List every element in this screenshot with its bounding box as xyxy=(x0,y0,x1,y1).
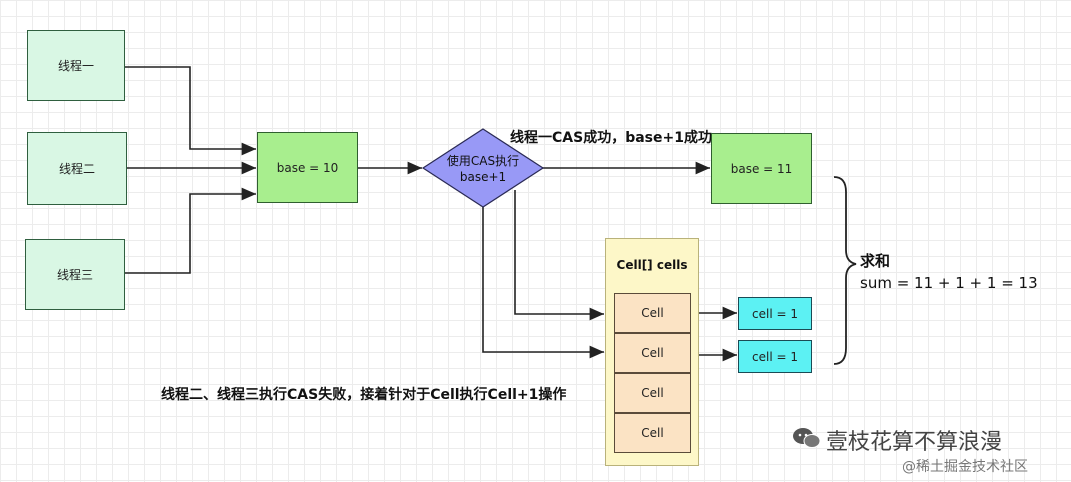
cell-label: Cell xyxy=(641,306,664,320)
thread-two-label: 线程二 xyxy=(58,162,95,176)
decision-line-1: 使用CAS执行 xyxy=(446,154,520,168)
thread-three-box: 线程三 xyxy=(25,239,125,310)
decision-diamond xyxy=(421,128,545,208)
failure-label: 线程二、线程三执行CAS失败，接着针对于Cell执行Cell+1操作 xyxy=(161,387,567,403)
base-initial-box: base = 10 xyxy=(257,132,358,203)
cell-box-4: Cell xyxy=(614,413,691,453)
sum-title: 求和 xyxy=(860,252,891,270)
decision-text: 使用CAS执行 base+1 xyxy=(433,153,533,185)
cell-value-box-1: cell = 1 xyxy=(738,297,812,330)
cell-box-3: Cell xyxy=(614,373,691,413)
thread-three-label: 线程三 xyxy=(56,268,93,282)
cell-value-box-2: cell = 1 xyxy=(738,340,812,373)
cell-label: Cell xyxy=(641,386,664,400)
cell-box-2: Cell xyxy=(614,333,691,373)
arrow-thread3-to-base xyxy=(125,187,256,274)
base-result-box: base = 11 xyxy=(711,133,812,204)
thread-one-box: 线程一 xyxy=(27,30,125,101)
arrow-decision-to-cell2 xyxy=(482,190,604,359)
watermark-sub: @稀土掘金技术社区 xyxy=(902,459,1028,475)
cells-title: Cell[] cells xyxy=(616,258,688,272)
base-initial-label: base = 10 xyxy=(276,160,339,175)
cell-value-label: cell = 1 xyxy=(752,349,798,364)
thread-one-label: 线程一 xyxy=(57,59,94,73)
cell-box-1: Cell xyxy=(614,293,691,333)
sum-formula: sum = 11 + 1 + 1 = 13 xyxy=(860,274,1038,292)
cell-value-label: cell = 1 xyxy=(752,306,798,321)
base-result-label: base = 11 xyxy=(730,161,793,176)
arrow-decision-to-cell1 xyxy=(514,190,604,321)
decision-line-2: base+1 xyxy=(459,170,507,184)
cell-label: Cell xyxy=(641,346,664,360)
arrow-thread1-to-base xyxy=(125,66,256,156)
cell-label: Cell xyxy=(641,426,664,440)
watermark-main: 壹枝花算不算浪漫 xyxy=(826,430,1003,455)
sum-block: 求和 sum = 11 + 1 + 1 = 13 xyxy=(860,250,1038,294)
success-label: 线程一CAS成功，base+1成功 xyxy=(510,130,712,146)
thread-two-box: 线程二 xyxy=(27,132,127,205)
sum-brace xyxy=(833,176,857,365)
